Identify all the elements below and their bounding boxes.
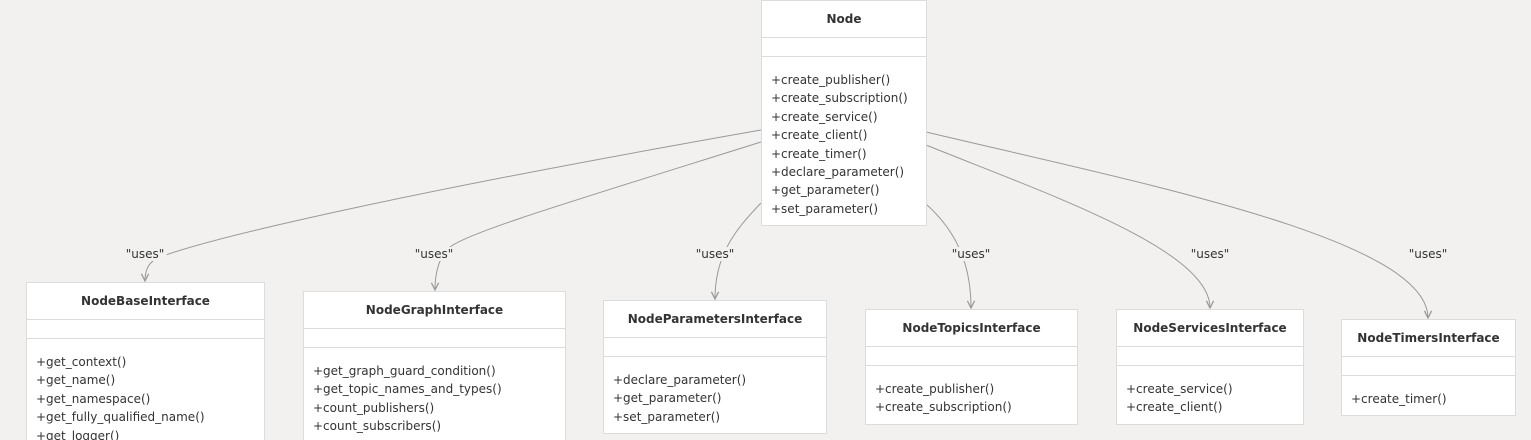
edge-node-to-graph	[435, 141, 762, 290]
class-methods-section: +get_graph_guard_condition() +get_topic_…	[304, 348, 565, 436]
edge-label-uses-timers: "uses"	[1406, 247, 1450, 261]
method: +get_context()	[36, 355, 127, 369]
class-name: Node	[762, 1, 926, 38]
method: +get_logger()	[36, 428, 120, 440]
class-name: NodeGraphInterface	[304, 292, 565, 329]
class-attributes-section	[304, 329, 565, 348]
method: +create_publisher()	[875, 382, 995, 396]
class-box-node[interactable]: Node +create_publisher() +create_subscri…	[761, 0, 927, 226]
class-name: NodeTopicsInterface	[866, 310, 1077, 347]
class-box-node-timers-interface[interactable]: NodeTimersInterface +create_timer()	[1341, 319, 1516, 416]
class-methods-section: +create_publisher() +create_subscription…	[762, 57, 926, 218]
edge-node-to-services	[925, 144, 1210, 308]
method: +create_timer()	[771, 146, 867, 161]
edge-label-uses-graph: "uses"	[412, 247, 456, 261]
method: +count_publishers()	[313, 400, 435, 415]
method: +get_namespace()	[36, 391, 151, 406]
class-name: NodeTimersInterface	[1342, 320, 1515, 357]
class-attributes-section	[1342, 357, 1515, 376]
method: +get_parameter()	[613, 391, 722, 406]
method: +get_name()	[36, 373, 116, 388]
method: +set_parameter()	[613, 409, 721, 424]
class-attributes-section	[866, 347, 1077, 366]
method: +get_graph_guard_condition()	[313, 364, 496, 378]
method: +count_subscribers()	[313, 419, 442, 434]
class-methods-section: +get_context() +get_name() +get_namespac…	[27, 339, 264, 440]
method: +declare_parameter()	[613, 373, 747, 387]
method: +create_publisher()	[771, 73, 891, 87]
method: +create_client()	[771, 128, 868, 143]
method: +create_subscription()	[875, 400, 1012, 415]
class-methods-section: +create_timer()	[1342, 376, 1515, 408]
class-attributes-section	[1117, 347, 1303, 366]
method: +get_topic_names_and_types()	[313, 382, 502, 397]
method: +create_timer()	[1351, 392, 1447, 406]
class-methods-section: +declare_parameter() +get_parameter() +s…	[604, 357, 826, 426]
class-name: NodeParametersInterface	[604, 301, 826, 338]
edge-node-to-timers	[925, 131, 1428, 318]
class-methods-section: +create_publisher() +create_subscription…	[866, 366, 1077, 417]
method: +declare_parameter()	[771, 165, 905, 180]
class-name: NodeServicesInterface	[1117, 310, 1303, 347]
edge-label-uses-params: "uses"	[693, 247, 737, 261]
class-attributes-section	[604, 338, 826, 357]
class-box-node-parameters-interface[interactable]: NodeParametersInterface +declare_paramet…	[603, 300, 827, 434]
edge-label-uses-services: "uses"	[1188, 247, 1232, 261]
edge-label-uses-base: "uses"	[123, 247, 167, 261]
method: +get_fully_qualified_name()	[36, 410, 205, 425]
class-attributes-section	[27, 320, 264, 339]
class-methods-section: +create_service() +create_client()	[1117, 366, 1303, 417]
edge-node-to-params	[715, 202, 762, 299]
class-name: NodeBaseInterface	[27, 283, 264, 320]
class-box-node-base-interface[interactable]: NodeBaseInterface +get_context() +get_na…	[26, 282, 265, 440]
class-attributes-section	[762, 38, 926, 57]
method: +get_parameter()	[771, 183, 880, 198]
method: +create_service()	[771, 109, 878, 124]
method: +create_service()	[1126, 382, 1233, 396]
edge-node-to-base	[145, 129, 762, 281]
method: +set_parameter()	[771, 201, 879, 216]
method: +create_subscription()	[771, 91, 908, 106]
class-box-node-topics-interface[interactable]: NodeTopicsInterface +create_publisher() …	[865, 309, 1078, 425]
class-box-node-services-interface[interactable]: NodeServicesInterface +create_service() …	[1116, 309, 1304, 425]
method: +create_client()	[1126, 400, 1223, 415]
class-box-node-graph-interface[interactable]: NodeGraphInterface +get_graph_guard_cond…	[303, 291, 566, 440]
edge-label-uses-topics: "uses"	[949, 247, 993, 261]
